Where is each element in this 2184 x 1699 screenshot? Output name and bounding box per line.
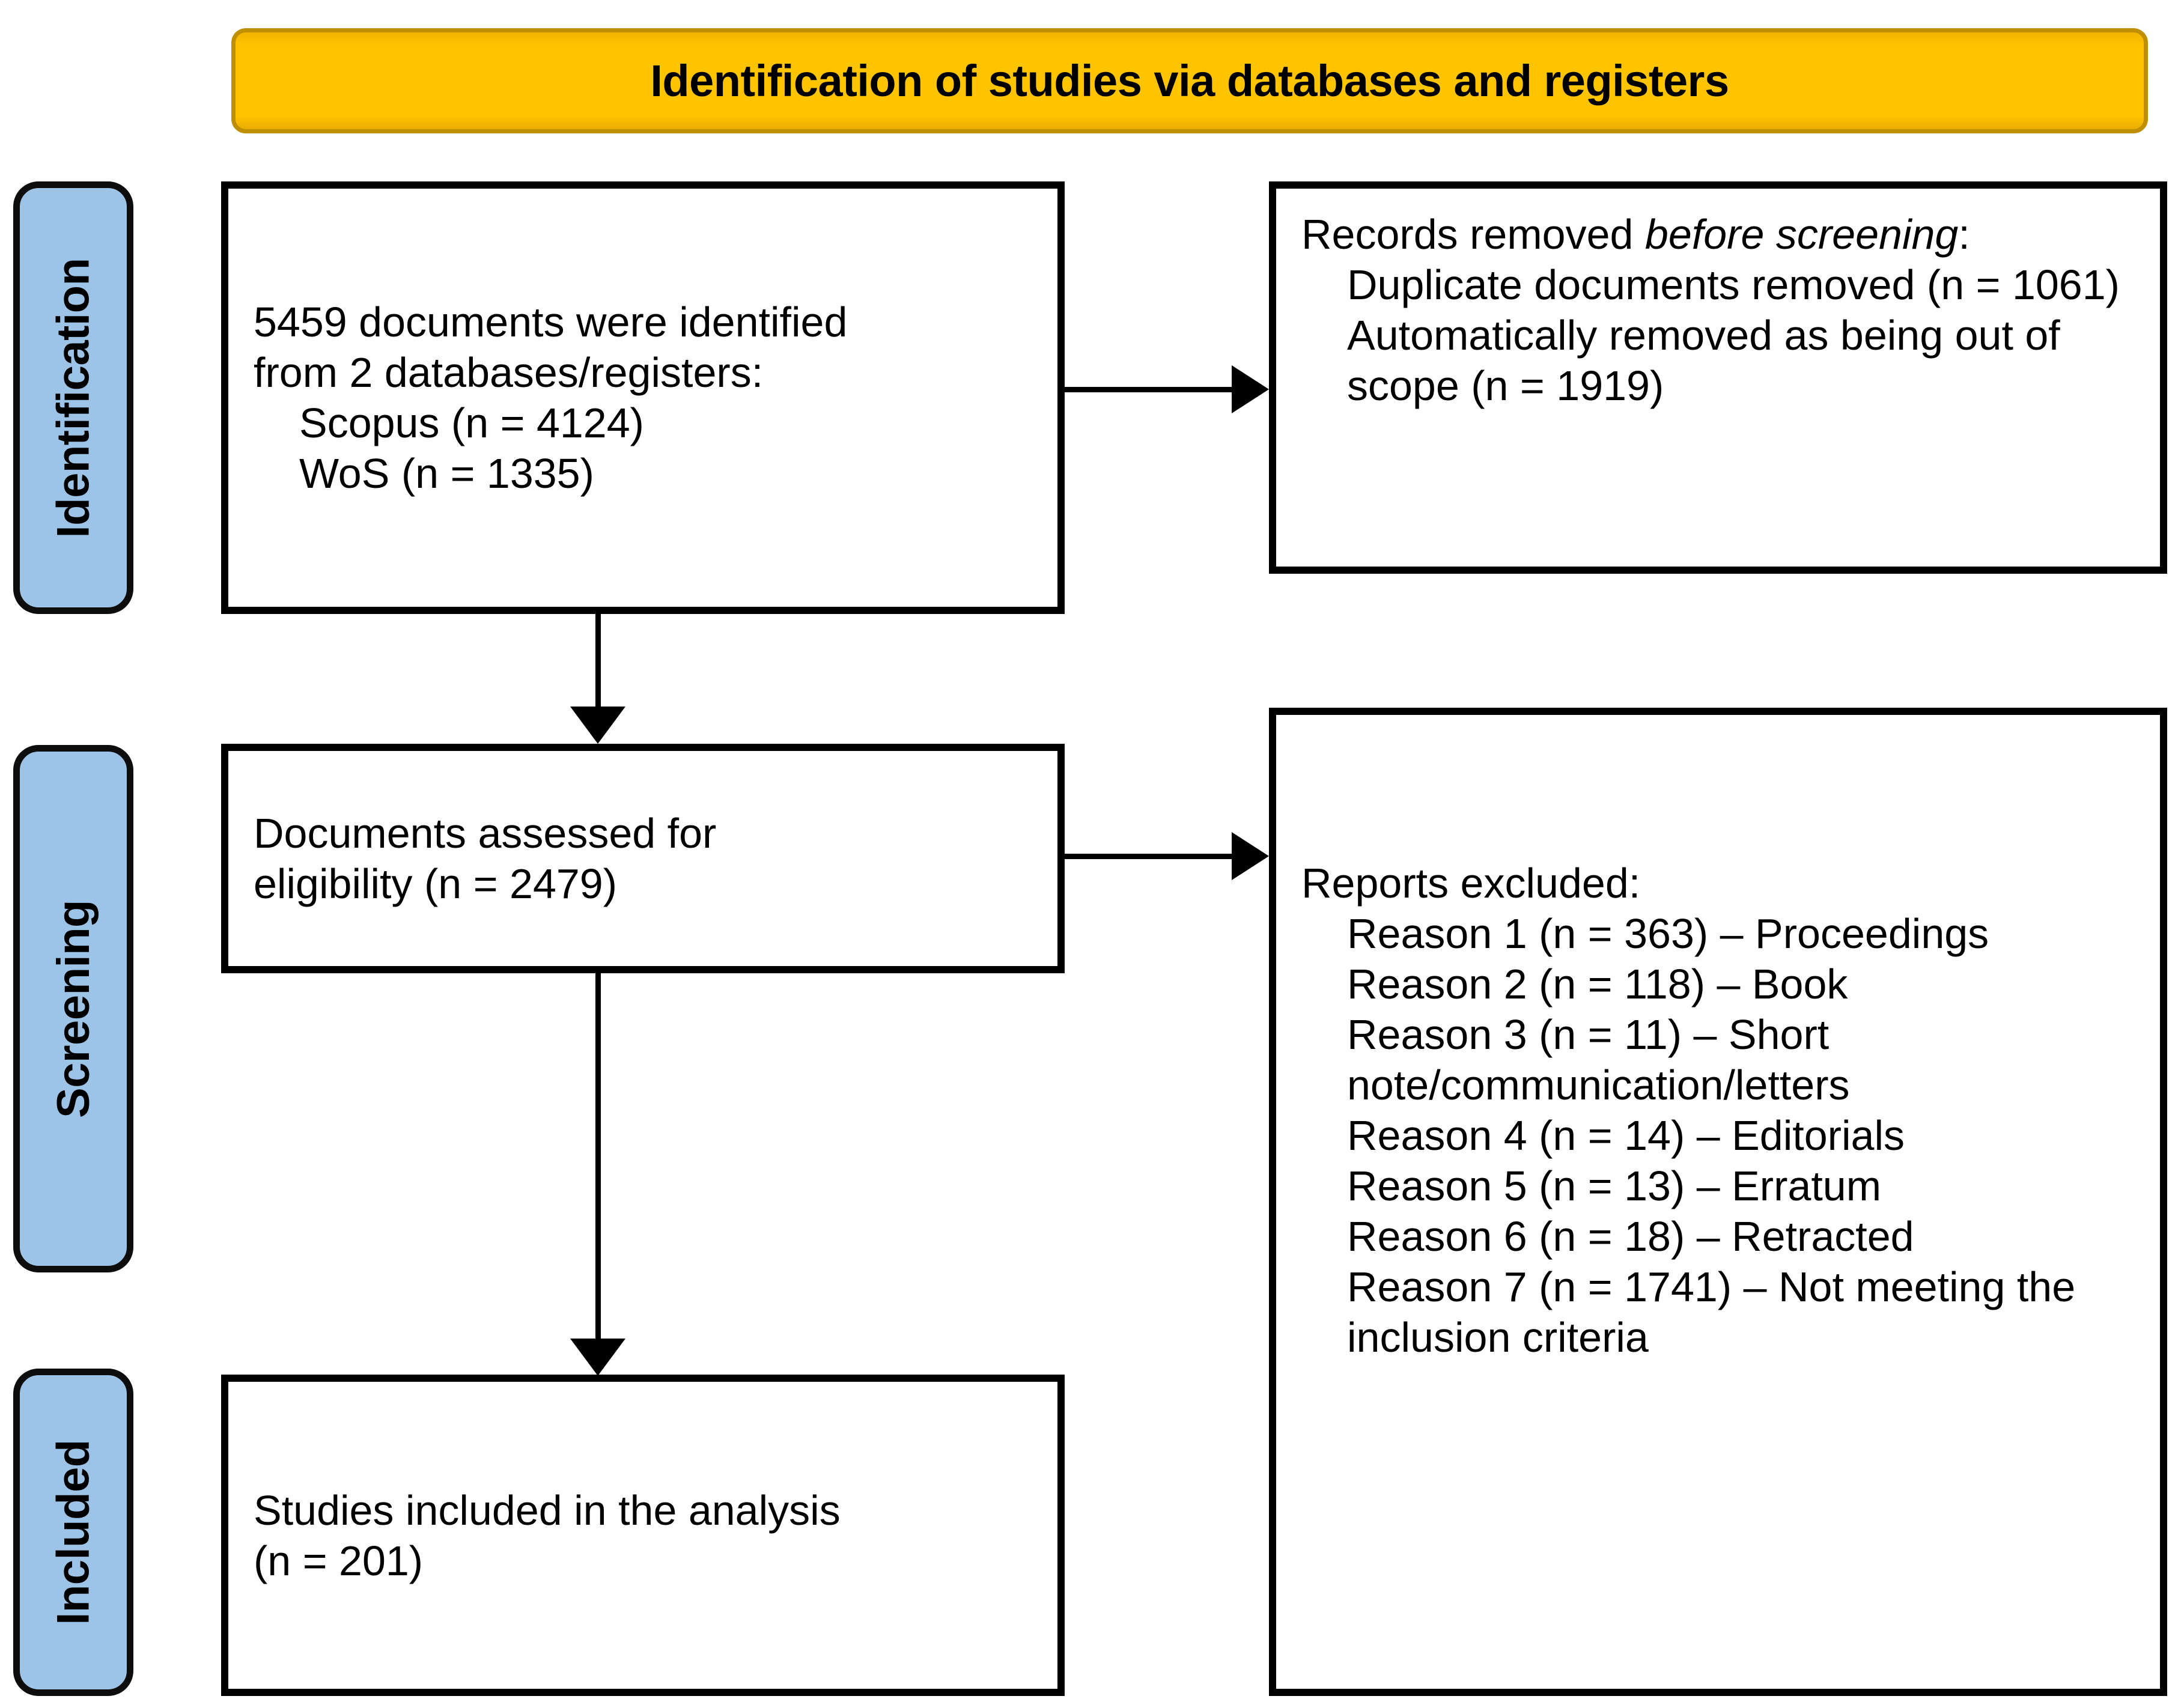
excluded-reason-1: Reason 1 (n = 363) – Proceedings	[1347, 910, 1989, 957]
removed-item-out-of-scope: Automatically removed as being out of sc…	[1347, 312, 2060, 409]
identified-source-scopus: Scopus (n = 4124)	[299, 400, 644, 446]
excluded-reason-3: Reason 3 (n = 11) – Short note/communica…	[1347, 1011, 1850, 1108]
excluded-reason-7: Reason 7 (n = 1741) – Not meeting the in…	[1347, 1263, 2076, 1361]
excluded-reason-5: Reason 5 (n = 13) – Erratum	[1347, 1163, 1882, 1209]
removed-heading-italic: before screening	[1644, 211, 1959, 258]
stage-label-included: Included	[47, 1439, 99, 1625]
excluded-reason-6: Reason 6 (n = 18) – Retracted	[1347, 1213, 1914, 1260]
stage-label-identification: Identification	[47, 258, 99, 538]
arrow-right-icon-assessed-to-excluded	[1232, 832, 1269, 880]
box-records-removed-content: Records removed before screening: Duplic…	[1276, 189, 2160, 411]
arrow-down-icon-assessed-to-included	[570, 1339, 625, 1376]
diagram-header-banner: Identification of studies via databases …	[231, 28, 2148, 133]
identified-line-2: from 2 databases/registers:	[254, 349, 764, 396]
box-reports-excluded: Reports excluded: Reason 1 (n = 363) – P…	[1269, 708, 2167, 1696]
assessed-line-2: eligibility (n = 2479)	[254, 860, 618, 907]
excluded-reason-4: Reason 4 (n = 14) – Editorials	[1347, 1112, 1905, 1159]
box-records-removed: Records removed before screening: Duplic…	[1269, 181, 2167, 574]
box-reports-excluded-content: Reports excluded: Reason 1 (n = 363) – P…	[1276, 715, 2160, 1363]
box-studies-included-content: Studies included in the analysis (n = 20…	[228, 1485, 1057, 1586]
box-documents-identified-content: 5459 documents were identified from 2 da…	[228, 297, 1057, 499]
removed-heading: Records removed before screening:	[1301, 209, 2135, 260]
arrow-down-icon-identified-to-assessed	[570, 707, 625, 744]
box-studies-included: Studies included in the analysis (n = 20…	[221, 1375, 1065, 1696]
removed-heading-plain: Records removed	[1301, 211, 1645, 258]
box-documents-assessed-content: Documents assessed for eligibility (n = …	[228, 808, 1057, 909]
excluded-reason-2: Reason 2 (n = 118) – Book	[1347, 961, 1848, 1008]
arrow-right-icon-identified-to-removed	[1232, 365, 1269, 413]
box-documents-identified: 5459 documents were identified from 2 da…	[221, 181, 1065, 614]
assessed-line-1: Documents assessed for	[254, 810, 717, 857]
stage-label-screening: Screening	[47, 899, 99, 1118]
stage-pill-included: Included	[13, 1369, 133, 1696]
identified-source-wos: WoS (n = 1335)	[299, 450, 594, 497]
included-line-1: Studies included in the analysis	[254, 1486, 841, 1534]
stage-pill-identification: Identification	[13, 181, 133, 614]
stage-pill-screening: Screening	[13, 745, 133, 1272]
removed-heading-colon: :	[1958, 211, 1970, 258]
included-line-2: (n = 201)	[254, 1537, 424, 1584]
removed-item-duplicates: Duplicate documents removed (n = 1061)	[1347, 261, 2120, 308]
connector-identified-to-assessed-line	[595, 614, 601, 709]
excluded-heading: Reports excluded:	[1301, 860, 1641, 907]
identified-line-1: 5459 documents were identified	[254, 299, 848, 345]
box-documents-assessed: Documents assessed for eligibility (n = …	[221, 744, 1065, 973]
diagram-title: Identification of studies via databases …	[650, 56, 1729, 106]
connector-identified-to-removed-line	[1065, 387, 1234, 392]
connector-assessed-to-included-line	[595, 973, 601, 1341]
connector-assessed-to-excluded-line	[1065, 854, 1234, 859]
